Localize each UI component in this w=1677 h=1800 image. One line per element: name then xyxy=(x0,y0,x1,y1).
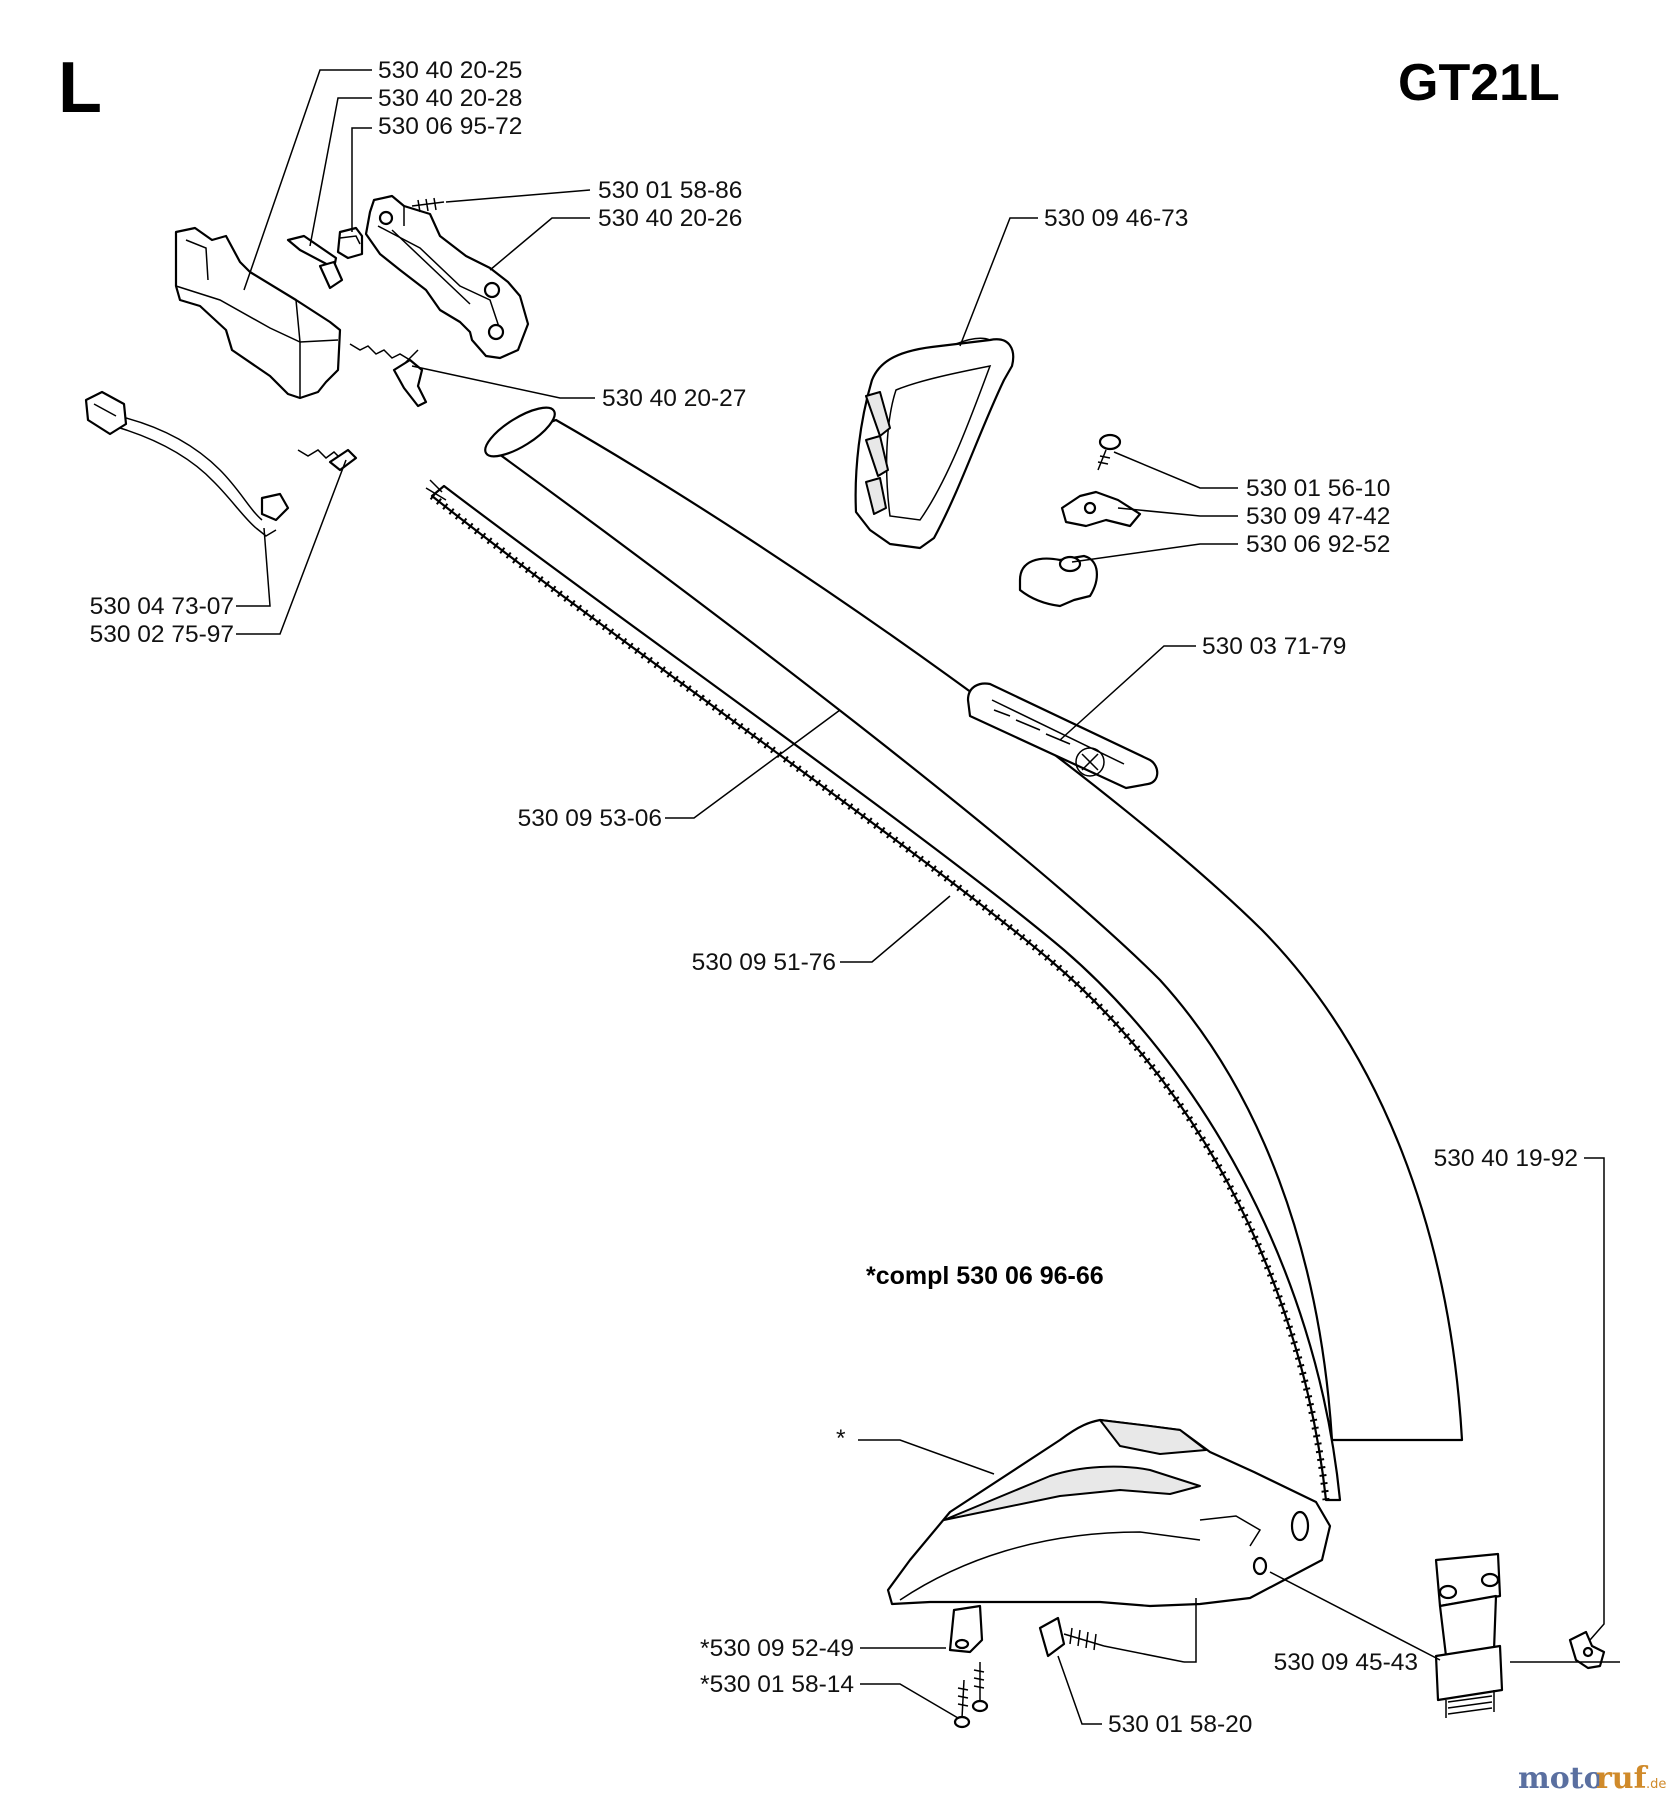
callout-530-09-52-49: *530 09 52-49 xyxy=(700,1635,854,1662)
model-title: GT21L xyxy=(1398,54,1560,112)
stop-switch xyxy=(336,226,364,260)
stop-contact xyxy=(297,448,358,472)
trimmer-guard xyxy=(886,1418,1332,1608)
callout-530-40-20-26: 530 40 20-26 xyxy=(598,205,742,232)
handle-half-right xyxy=(364,194,530,360)
section-letter: L xyxy=(58,48,102,128)
shaft-clamp xyxy=(1434,1552,1504,1718)
watermark-logo: moto ruf .de xyxy=(1518,1761,1666,1796)
callout-530-06-95-72: 530 06 95-72 xyxy=(378,113,522,140)
callout-530-02-75-97: 530 02 75-97 xyxy=(90,621,234,648)
drive-shaft xyxy=(425,479,1342,1502)
callout-530-40-20-27: 530 40 20-27 xyxy=(602,385,746,412)
callout-530-40-19-92: 530 40 19-92 xyxy=(1434,1145,1578,1172)
callout-asterisk: * xyxy=(836,1425,846,1452)
callout-530-40-20-28: 530 40 20-28 xyxy=(378,85,522,112)
callout-530-04-73-07: 530 04 73-07 xyxy=(90,593,234,620)
wing-nut xyxy=(1568,1630,1606,1670)
watermark-suffix: .de xyxy=(1646,1777,1666,1792)
handle-knob xyxy=(1018,554,1098,608)
callout-530-09-53-06: 530 09 53-06 xyxy=(518,805,662,832)
callout-530-40-20-25: 530 40 20-25 xyxy=(378,57,522,84)
throttle-spring xyxy=(349,343,428,408)
callout-530-09-51-76: 530 09 51-76 xyxy=(692,949,836,976)
handle-screw xyxy=(1097,433,1122,471)
watermark-part1: moto xyxy=(1518,1761,1604,1796)
callout-530-09-46-73: 530 09 46-73 xyxy=(1044,205,1188,232)
callout-530-01-58-14: *530 01 58-14 xyxy=(700,1671,854,1698)
callout-labels: 530 40 20-25 530 40 20-28 530 06 95-72 5… xyxy=(90,57,1578,1738)
guard-bracket xyxy=(948,1604,984,1654)
warning-decal xyxy=(966,682,1159,790)
front-handle xyxy=(854,337,1015,550)
screw-530-01-58-86 xyxy=(411,197,445,213)
callout-530-09-45-43: 530 09 45-43 xyxy=(1274,1649,1418,1676)
ignition-cable xyxy=(84,390,290,537)
callout-530-01-58-20: 530 01 58-20 xyxy=(1108,1711,1252,1738)
handle-half-left xyxy=(174,226,342,400)
callout-530-01-58-86: 530 01 58-86 xyxy=(598,177,742,204)
callout-530-01-56-10: 530 01 56-10 xyxy=(1246,475,1390,502)
callout-530-03-71-79: 530 03 71-79 xyxy=(1202,633,1346,660)
callout-530-06-92-52: 530 06 92-52 xyxy=(1246,531,1390,558)
callout-530-09-47-42: 530 09 47-42 xyxy=(1246,503,1390,530)
watermark-part2: ruf xyxy=(1596,1761,1649,1796)
leader-lines xyxy=(236,69,1620,1725)
handle-clamp xyxy=(1060,490,1142,528)
bracket-screws xyxy=(953,1662,989,1729)
trigger-lever xyxy=(286,234,344,290)
assembly-note: *compl 530 06 96-66 xyxy=(866,1262,1104,1290)
guard-screw xyxy=(1038,1616,1105,1658)
